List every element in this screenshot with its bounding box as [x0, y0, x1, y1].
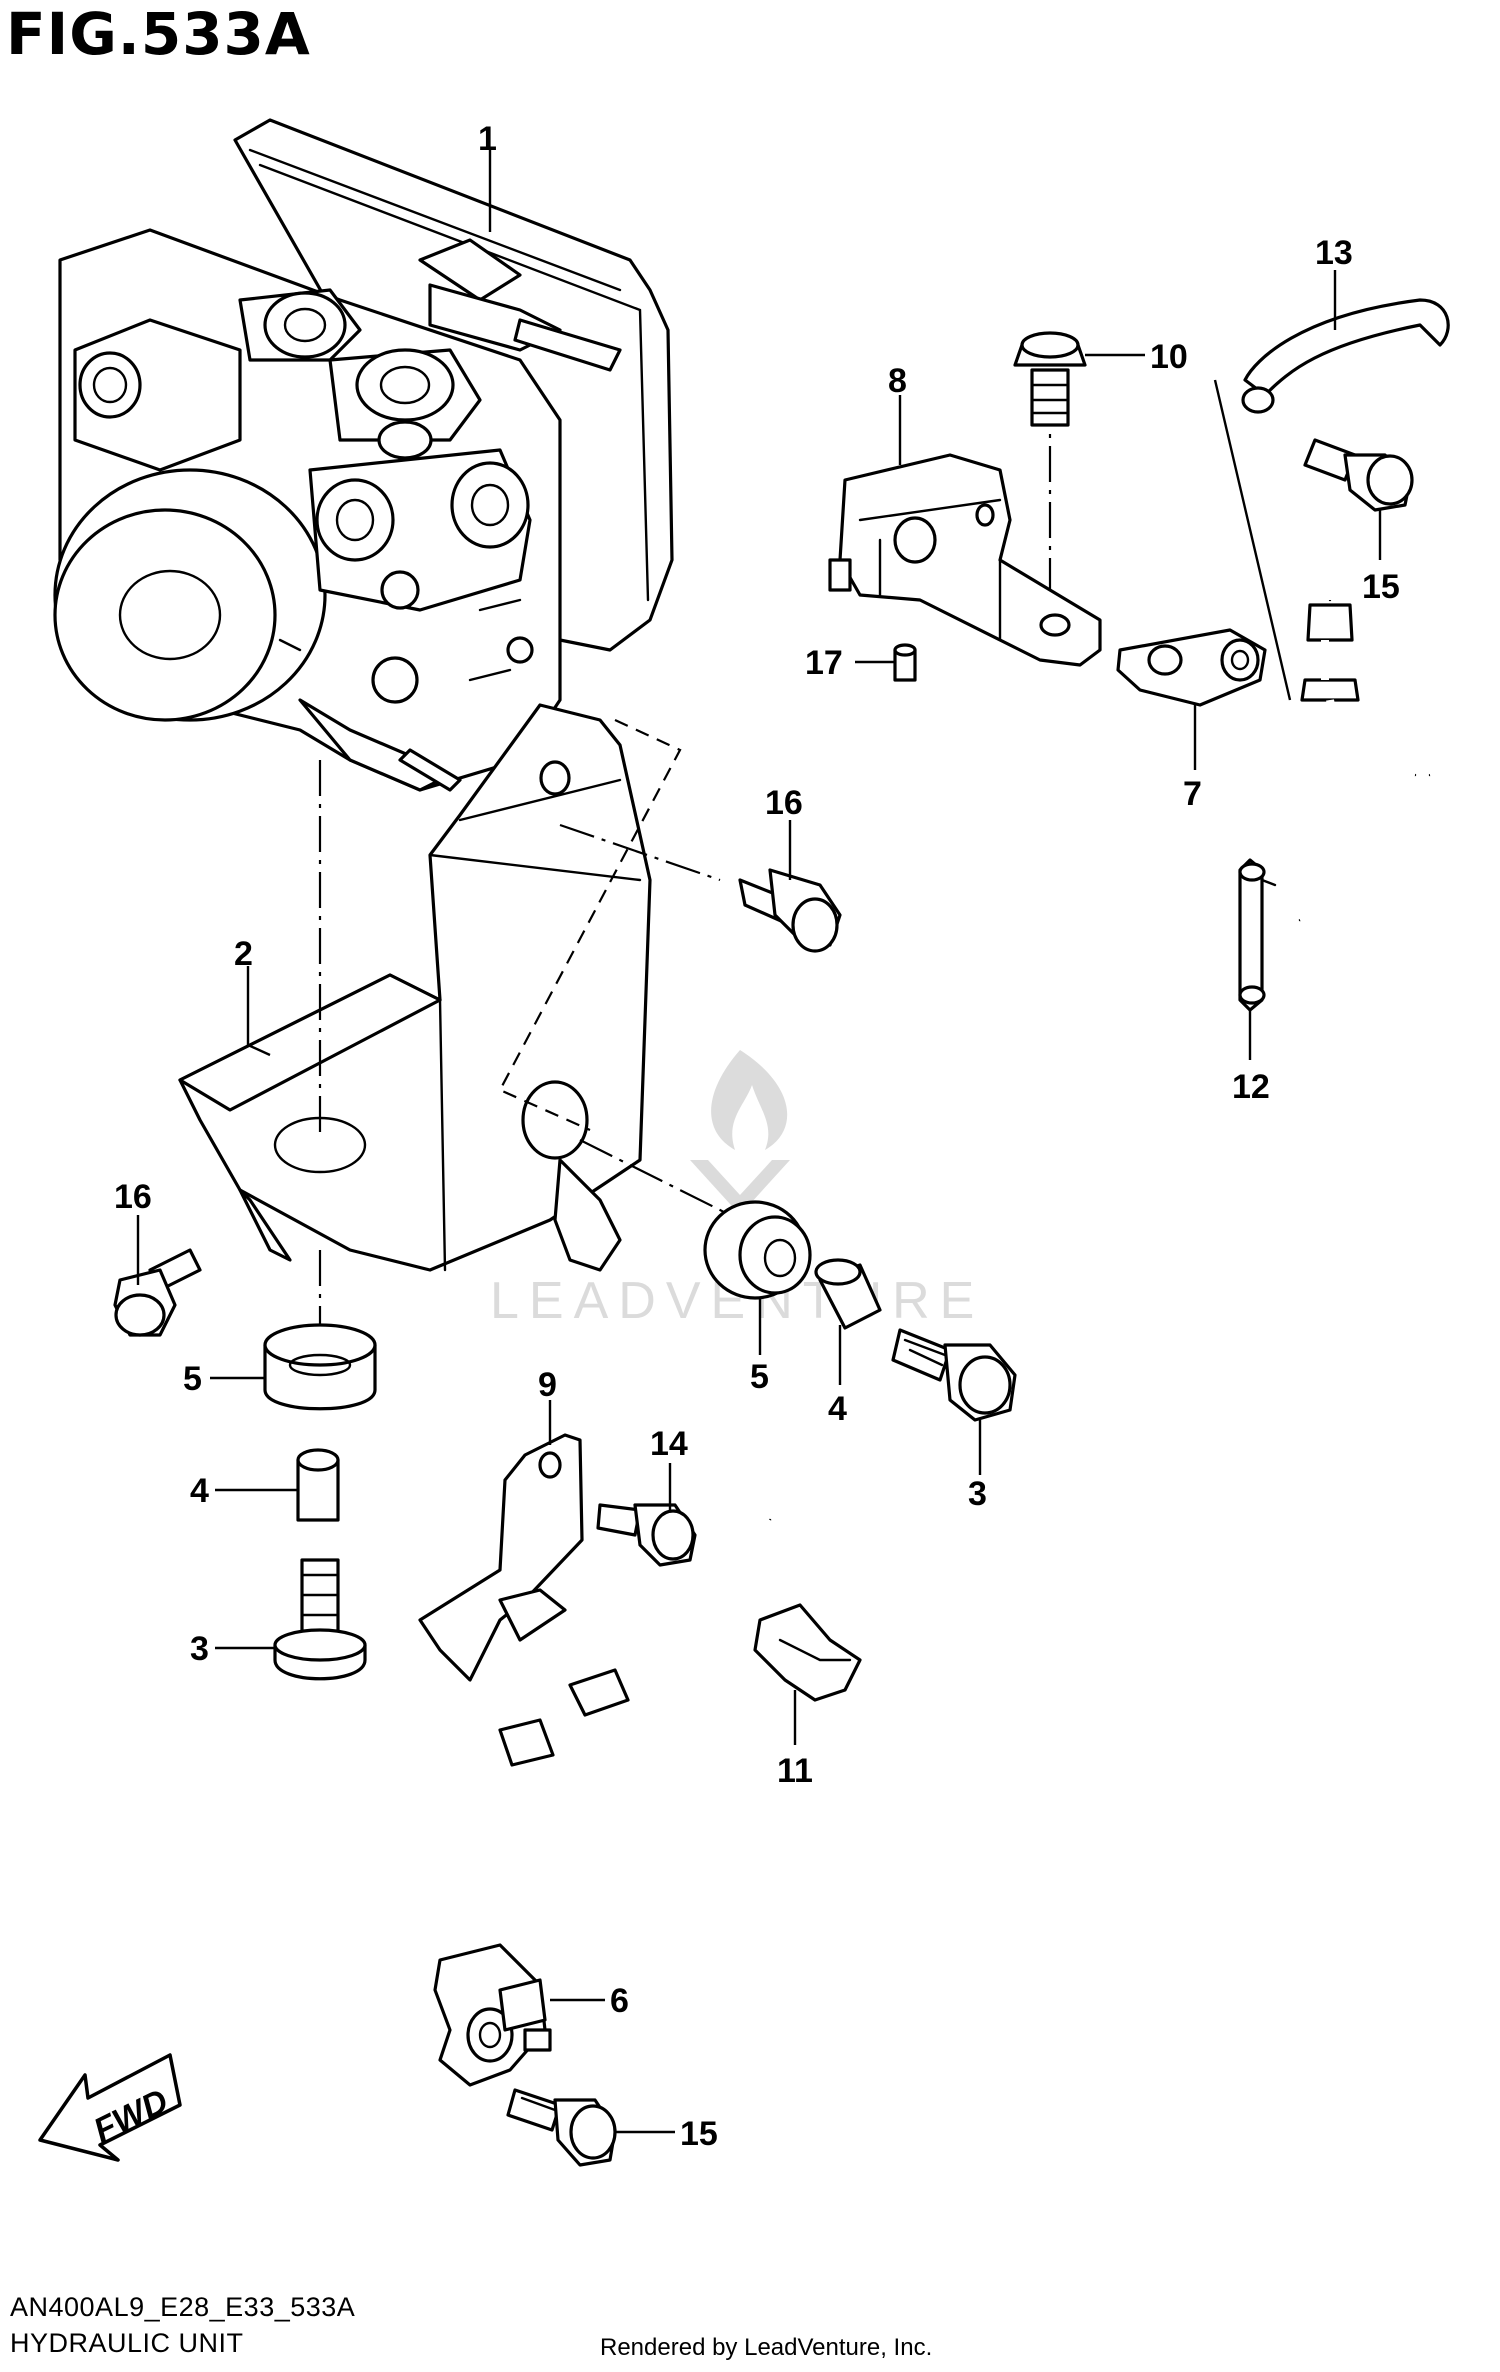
bolt-part-15-upper[interactable]: [1303, 438, 1414, 512]
leader-7-clamp-line: [1213, 379, 1292, 701]
centerline-bolt-16: [559, 823, 721, 882]
bolt-part-15-lower[interactable]: [506, 2088, 617, 2167]
figure-title: FIG.533A: [6, 0, 311, 68]
callout-13: 11: [777, 1752, 813, 1790]
callout-4-right: 4: [828, 1390, 847, 1428]
section-name: HYDRAULIC UNIT: [10, 2328, 244, 2358]
callout-15-lower: 15: [680, 2115, 718, 2153]
callout-9: 9: [538, 1366, 557, 1404]
bolt-part-3-right[interactable]: [891, 1328, 1017, 1422]
callout-14: 14: [650, 1425, 688, 1463]
leader-2: [246, 966, 271, 1057]
sensor-cable-part-6[interactable]: [433, 1517, 774, 2087]
bolt-part-16-lower[interactable]: [113, 1248, 202, 1337]
callout-5-left: 5: [183, 1360, 202, 1398]
grommet-part-5-left[interactable]: [263, 1323, 377, 1411]
dashed-relation-line: [498, 719, 682, 1132]
callout-11: 13: [1315, 234, 1353, 272]
callout-1: 1: [478, 120, 497, 158]
bolt-part-3-left[interactable]: [273, 1558, 367, 1681]
centerline-side: [579, 1139, 761, 1231]
clip-part-13[interactable]: [753, 1603, 862, 1702]
callout-4-left: 4: [190, 1472, 209, 1510]
clamp-part-11[interactable]: [1241, 298, 1450, 414]
callout-12: 12: [1232, 1068, 1270, 1106]
callout-8: 8: [888, 362, 907, 400]
callout-5-right: 5: [750, 1358, 769, 1396]
fwd-arrow-icon: FWD: [38, 2053, 182, 2162]
bracket-part-2[interactable]: [178, 703, 652, 1272]
callout-17: 17: [805, 644, 843, 682]
callout-3-right: 3: [968, 1475, 987, 1513]
pin-part-17[interactable]: [893, 643, 917, 682]
callout-10: 10: [1150, 338, 1188, 376]
sensor-bracket-part-8[interactable]: [828, 453, 1102, 667]
callout-2: 2: [234, 935, 253, 973]
model-code: AN400AL9_E28_E33_533A: [10, 2292, 356, 2322]
callout-15-upper: 15: [1362, 568, 1400, 606]
sensor-bracket-part-9[interactable]: [418, 1433, 584, 1682]
bolt-part-16-upper[interactable]: [738, 868, 842, 953]
callout-16-lower: 16: [114, 1178, 152, 1216]
collar-part-4-left[interactable]: [296, 1448, 340, 1522]
callout-3-left: 3: [190, 1630, 209, 1668]
callout-16-upper: 16: [765, 784, 803, 822]
render-credit: Rendered by LeadVenture, Inc.: [600, 2334, 933, 2361]
callout-7: 7: [1183, 775, 1202, 813]
bolt-part-14[interactable]: [596, 1503, 697, 1567]
grommet-part-5-right[interactable]: [703, 1200, 812, 1300]
hydraulic-unit-part-1[interactable]: [53, 118, 674, 792]
callout-6: 6: [610, 1982, 629, 2020]
collar-part-4-right[interactable]: [814, 1258, 882, 1330]
sensor-hose-part-7[interactable]: [1116, 455, 1481, 924]
bolt-part-10[interactable]: [1013, 331, 1087, 427]
clip-part-12[interactable]: [1238, 858, 1277, 1012]
